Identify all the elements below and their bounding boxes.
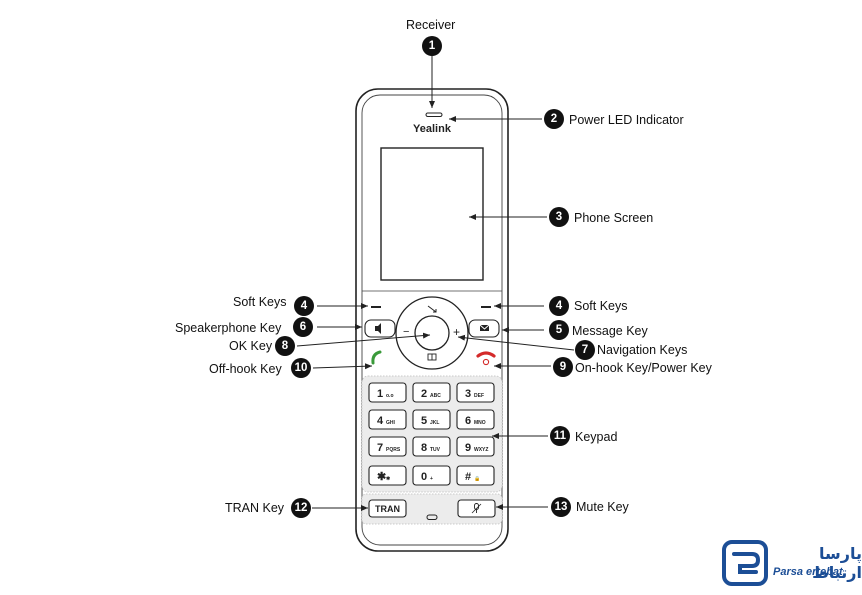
speakerphone-label: Speakerphone Key	[175, 321, 282, 335]
yealink-logo: Yealink	[413, 123, 451, 135]
keypad-key-sub: PQRS	[386, 447, 401, 453]
phone-screen-label: Phone Screen	[574, 211, 654, 225]
keypad-key-digit: ✱	[377, 471, 386, 483]
badge-4-right: 4	[549, 296, 569, 316]
keypad-key-digit: 2	[421, 388, 427, 400]
offhook-label: Off-hook Key	[209, 362, 282, 376]
keypad-key-digit: 1	[377, 388, 383, 400]
badge-11: 11	[550, 426, 570, 446]
keypad-key-sub: GHI	[386, 420, 396, 426]
badge-10: 10	[291, 358, 311, 378]
tran-key-label: TRAN	[375, 504, 400, 514]
keypad-key-digit: 6	[465, 415, 471, 427]
badge-1: 1	[422, 36, 442, 56]
keypad-label: Keypad	[575, 430, 618, 444]
nav-minus-label: −	[403, 326, 410, 338]
badge-3: 3	[549, 207, 569, 227]
mute-key-label: Mute Key	[576, 500, 629, 514]
badge-6: 6	[293, 317, 313, 337]
keypad-key-sub: ✱	[386, 476, 391, 482]
onhook-label: On-hook Key/Power Key	[575, 361, 712, 375]
leader-lines	[296, 56, 575, 511]
tran-key-callout-label: TRAN Key	[225, 501, 285, 515]
badge-4-left: 4	[294, 296, 314, 316]
badge-2: 2	[544, 109, 564, 129]
badge-7: 7	[575, 340, 595, 360]
keypad-key-sub: WXYZ	[474, 447, 488, 453]
keypad-key-digit: 3	[465, 388, 471, 400]
soft-keys-left-label: Soft Keys	[233, 295, 287, 309]
keypad-key-digit: 9	[465, 442, 471, 454]
keypad-key-digit: 8	[421, 442, 427, 454]
keypad-area	[361, 375, 503, 493]
keypad-key: 0+	[412, 465, 451, 486]
badge-8: 8	[275, 336, 295, 356]
keypad-key-sub: MNO	[474, 420, 486, 426]
keypad-key-sub: TUV	[430, 447, 441, 453]
watermark-en: Parsa ertebat	[773, 566, 843, 578]
microphone	[426, 514, 438, 520]
watermark-fa: پارسا ارتباط	[812, 544, 862, 582]
badge-5: 5	[549, 320, 569, 340]
badge-13: 13	[551, 497, 571, 517]
tran-key	[368, 499, 407, 518]
keypad-key-sub: DEF	[474, 393, 484, 399]
keypad-key-sub: o.o	[386, 393, 394, 399]
keypad-key-sub: 🔒	[474, 475, 480, 482]
phone-screen	[380, 147, 484, 281]
power-led-label: Power LED Indicator	[569, 113, 684, 127]
parsa-logo-icon	[722, 540, 768, 586]
soft-keys-right-label: Soft Keys	[574, 299, 628, 313]
navigation-keys-label: Navigation Keys	[597, 343, 688, 357]
receiver-label: Receiver	[406, 18, 456, 32]
message-key-label: Message Key	[572, 324, 648, 338]
keypad-key-digit: #	[465, 471, 471, 483]
badge-9: 9	[553, 357, 573, 377]
keypad-key: ✱✱	[368, 465, 407, 486]
badge-12: 12	[291, 498, 311, 518]
keypad-key-digit: 4	[377, 415, 384, 427]
keypad-key-sub: JKL	[430, 420, 439, 426]
keypad-key-sub: +	[430, 476, 433, 482]
keypad-key-digit: 5	[421, 415, 427, 427]
offhook-key	[371, 350, 382, 365]
receiver-slot	[425, 112, 443, 117]
keypad-key-sub: ABC	[430, 393, 441, 399]
keypad-key-digit: 0	[421, 471, 427, 483]
ok-key-label: OK Key	[229, 339, 273, 353]
keypad-key-digit: 7	[377, 442, 383, 454]
ok-key	[414, 315, 450, 351]
nav-plus-label: +	[453, 325, 461, 339]
keypad-key: #🔒	[456, 465, 495, 486]
onhook-key	[476, 351, 496, 358]
